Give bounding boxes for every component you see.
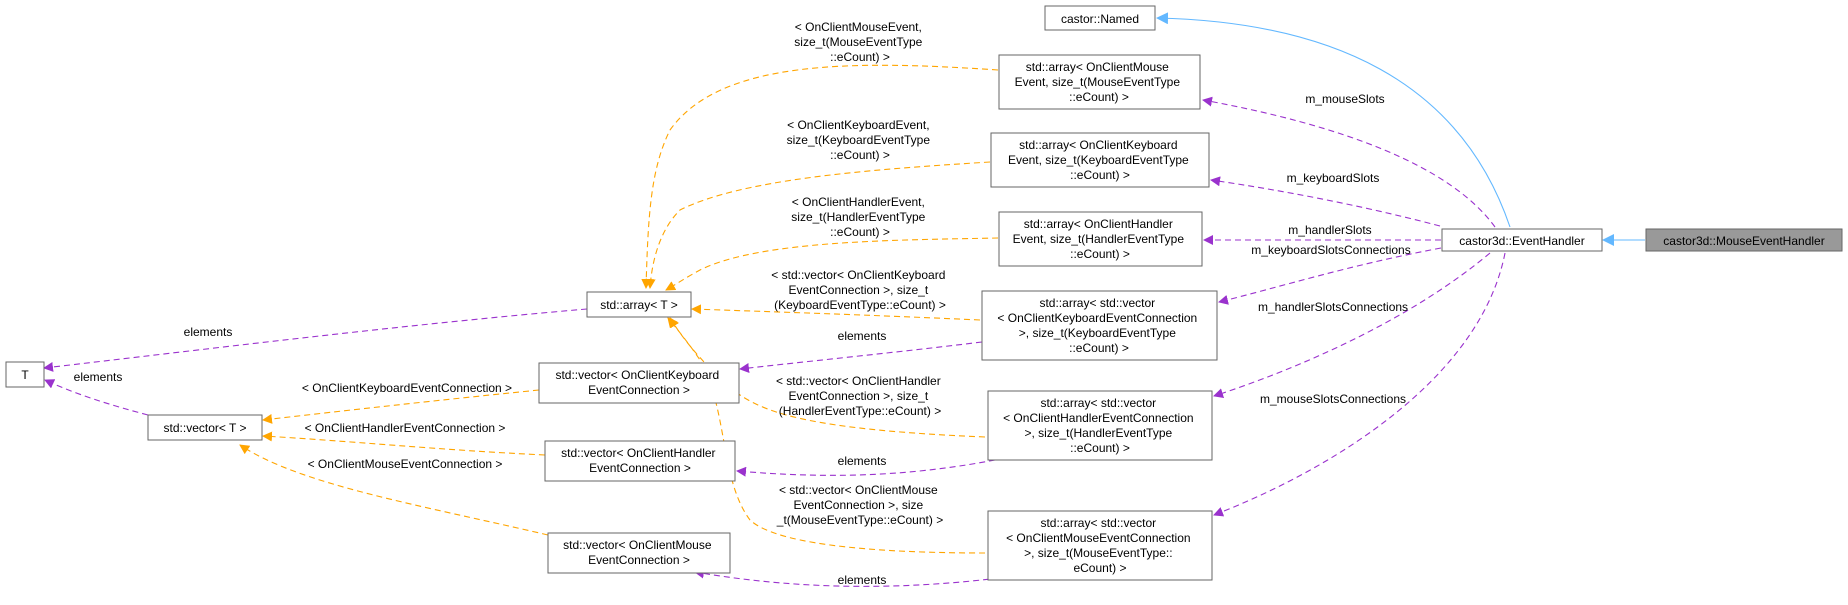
nodes: castor3d::MouseEventHandler castor3d::Ev…: [5, 5, 1843, 581]
edge-elements-array-t: [43, 308, 588, 372]
svg-text:std::vector< OnClientHandler: std::vector< OnClientHandler EventConnec…: [561, 446, 719, 475]
svg-text:std::vector< OnClientKeyboard: std::vector< OnClientKeyboard EventConne…: [555, 368, 722, 397]
label-tpl-mouse: < OnClientMouseEvent, size_t(MouseEventT…: [794, 20, 925, 64]
node-std-vector-t[interactable]: std::vector< T >: [147, 414, 263, 441]
svg-text:std::array< T >: std::array< T >: [600, 298, 678, 312]
label-elements-vec-mouse: elements: [838, 573, 887, 587]
label-tpl-vec-mouse: < std::vector< OnClientMouse EventConnec…: [776, 483, 943, 527]
node-castor-named[interactable]: castor::Named: [1044, 5, 1156, 31]
label-tpl-mouse-conn: < OnClientMouseEventConnection >: [308, 457, 503, 471]
edge-m-mouseSlotsConnections: [1213, 252, 1506, 517]
edge-m-handlerSlotsConnections: [1213, 252, 1491, 398]
edge-labels: m_mouseSlots m_keyboardSlots m_handlerSl…: [74, 20, 1411, 587]
node-castor3d-mouseeventhandler[interactable]: castor3d::MouseEventHandler: [1645, 228, 1843, 252]
label-tpl-keyboard-conn: < OnClientKeyboardEventConnection >: [302, 381, 512, 395]
node-t[interactable]: T: [5, 361, 45, 388]
svg-text:std::vector< T >: std::vector< T >: [164, 421, 247, 435]
edge-tpl-handler-conn: [262, 431, 546, 456]
svg-text:castor3d::EventHandler: castor3d::EventHandler: [1459, 234, 1584, 248]
edge-tpl-keyboard: [645, 161, 991, 289]
svg-text:std::array< OnClientHandler: std::array< OnClientHandler Event, size_…: [1013, 217, 1188, 261]
edge-tpl-vec-keyboard: [691, 304, 981, 321]
edge-m-keyboardSlots: [1210, 176, 1441, 227]
svg-text:castor3d::MouseEventHandler: castor3d::MouseEventHandler: [1663, 234, 1824, 248]
node-array-keyboard-event[interactable]: std::array< OnClientKeyboard Event, size…: [990, 132, 1210, 188]
label-elements-vector-t: elements: [74, 370, 123, 384]
label-elements-vec-handler: elements: [838, 454, 887, 468]
edge-tpl-vec-handler: [669, 317, 986, 438]
edge-tpl-mouse: [641, 64, 999, 289]
edge-tpl-keyboard-conn: [262, 389, 540, 424]
node-array-handler-event[interactable]: std::array< OnClientHandler Event, size_…: [998, 211, 1203, 267]
svg-text:std::array< std::vector: std::array< std::vector < OnClientMouseE…: [1006, 516, 1194, 575]
label-elements-vec-keyboard: elements: [838, 329, 887, 343]
edge-tpl-mouse-conn: [239, 444, 549, 536]
member-usage-edges: [1202, 96, 1506, 517]
label-tpl-handler-conn: < OnClientHandlerEventConnection >: [305, 421, 506, 435]
label-tpl-vec-keyboard: < std::vector< OnClientKeyboard EventCon…: [771, 268, 948, 312]
svg-text:std::array< std::vector: std::array< std::vector < OnClientHandle…: [1003, 396, 1197, 455]
edge-eventhandler-to-named: [1156, 12, 1511, 228]
template-edges: [641, 64, 999, 554]
svg-text:std::array< OnClientMouse: std::array< OnClientMouse Event, size_t(…: [1015, 60, 1184, 104]
inheritance-edges: [1156, 12, 1645, 246]
edge-elements-vec-handler: [736, 459, 996, 477]
svg-text:std::vector< OnClientMouse: std::vector< OnClientMouse EventConnecti…: [563, 538, 715, 567]
node-array-vector-mouse-connection[interactable]: std::array< std::vector < OnClientMouseE…: [987, 510, 1213, 581]
label-m-mouseSlots: m_mouseSlots: [1305, 92, 1384, 106]
svg-text:T: T: [21, 368, 29, 382]
node-array-vector-handler-connection[interactable]: std::array< std::vector < OnClientHandle…: [987, 390, 1213, 461]
label-tpl-handler: < OnClientHandlerEvent, size_t(HandlerEv…: [791, 195, 928, 239]
svg-text:std::array< OnClientKeyboard: std::array< OnClientKeyboard Event, size…: [1008, 138, 1192, 182]
edge-m-keyboardSlotsConnections: [1218, 247, 1442, 305]
svg-text:std::array< std::vector: std::array< std::vector < OnClientKeyboa…: [997, 296, 1200, 355]
edge-elements-vec-mouse: [694, 568, 1000, 587]
node-vector-keyboard-connection[interactable]: std::vector< OnClientKeyboard EventConne…: [538, 362, 740, 404]
label-m-handlerSlots: m_handlerSlots: [1288, 223, 1371, 237]
container-edges: [43, 308, 1000, 587]
edge-tpl-handler: [665, 237, 999, 291]
label-m-mouseSlotsConnections: m_mouseSlotsConnections: [1260, 392, 1406, 406]
node-vector-mouse-connection[interactable]: std::vector< OnClientMouse EventConnecti…: [547, 532, 731, 574]
label-elements-array-t: elements: [184, 325, 233, 339]
node-vector-handler-connection[interactable]: std::vector< OnClientHandler EventConnec…: [544, 440, 736, 482]
label-m-handlerSlotsConnections: m_handlerSlotsConnections: [1258, 300, 1408, 314]
node-array-mouse-event[interactable]: std::array< OnClientMouse Event, size_t(…: [998, 54, 1201, 110]
node-array-vector-keyboard-connection[interactable]: std::array< std::vector < OnClientKeyboa…: [981, 290, 1218, 361]
label-tpl-vec-handler: < std::vector< OnClientHandler EventConn…: [776, 374, 944, 418]
label-m-keyboardSlots: m_keyboardSlots: [1287, 171, 1380, 185]
vector-template-edges: [239, 389, 549, 536]
label-m-keyboardSlotsConnections: m_keyboardSlotsConnections: [1251, 243, 1410, 257]
node-std-array-t[interactable]: std::array< T >: [586, 291, 692, 318]
label-tpl-keyboard: < OnClientKeyboardEvent, size_t(Keyboard…: [787, 118, 934, 162]
svg-text:castor::Named: castor::Named: [1061, 12, 1139, 26]
edge-elements-vec-keyboard: [739, 341, 983, 373]
edge-m-mouseSlots: [1202, 96, 1496, 228]
node-castor3d-eventhandler[interactable]: castor3d::EventHandler: [1441, 228, 1603, 252]
edge-tpl-vec-mouse: [667, 317, 986, 554]
edge-elements-vector-t: [44, 379, 149, 416]
